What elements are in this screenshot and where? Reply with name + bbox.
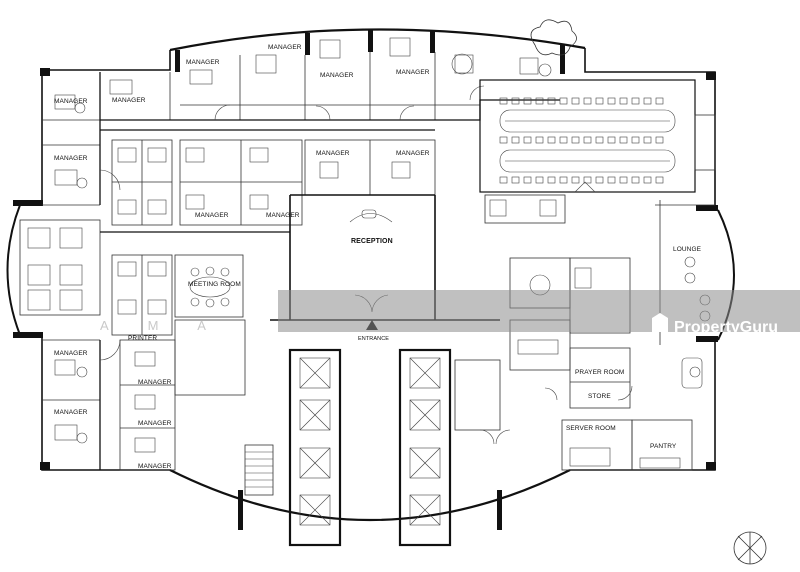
prayer-room-label: PRAYER ROOM xyxy=(575,369,624,376)
printer-label: PRINTER xyxy=(128,335,157,342)
manager-label: MANAGER xyxy=(195,212,229,219)
reception-label: RECEPTION xyxy=(351,238,393,245)
compass-icon xyxy=(733,531,767,565)
manager-label: MANAGER xyxy=(112,97,146,104)
services-block xyxy=(484,194,715,471)
manager-label: MANAGER xyxy=(268,44,302,51)
manager-label: MANAGER xyxy=(316,150,350,157)
manager-label: MANAGER xyxy=(186,59,220,66)
manager-label: MANAGER xyxy=(54,98,88,105)
manager-label: MANAGER xyxy=(396,69,430,76)
room-labels: RECEPTION ENTRANCE LOUNGE MEETING ROOM P… xyxy=(54,44,702,470)
manager-label: MANAGER xyxy=(138,463,172,470)
manager-label: MANAGER xyxy=(54,350,88,357)
workstation-clusters xyxy=(100,129,436,471)
watermark-ghost-text: A M A xyxy=(100,318,224,333)
building-outline xyxy=(6,28,735,530)
left-offices xyxy=(19,72,121,470)
core xyxy=(174,194,511,547)
top-offices xyxy=(99,19,577,121)
pantry-label: PANTRY xyxy=(650,443,677,450)
manager-label: MANAGER xyxy=(54,155,88,162)
manager-label: MANAGER xyxy=(54,409,88,416)
meeting-room-label: MEETING ROOM xyxy=(188,281,241,288)
watermark: A M A PropertyGuru xyxy=(100,290,800,336)
server-room-label: SERVER ROOM xyxy=(566,425,616,432)
manager-label: MANAGER xyxy=(138,379,172,386)
entrance-label: ENTRANCE xyxy=(358,336,389,342)
lounge-label: LOUNGE xyxy=(673,246,702,253)
watermark-brand: PropertyGuru xyxy=(674,319,778,336)
conference-room xyxy=(479,79,716,193)
manager-label: MANAGER xyxy=(138,420,172,427)
manager-label: MANAGER xyxy=(396,150,430,157)
manager-label: MANAGER xyxy=(320,72,354,79)
store-label: STORE xyxy=(588,393,611,400)
manager-label: MANAGER xyxy=(266,212,300,219)
propertyguru-logo-icon xyxy=(652,313,668,332)
